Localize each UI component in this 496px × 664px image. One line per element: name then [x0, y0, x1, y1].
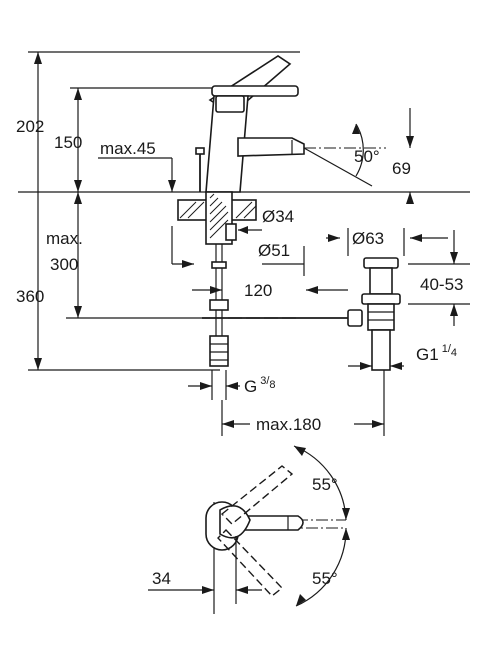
label-spray-angle: 50°	[354, 147, 380, 166]
label-total-height: 202	[16, 117, 44, 136]
waste-thread-base: G1	[416, 345, 439, 364]
label-waste-diameter: Ø63	[352, 229, 384, 248]
label-lever-travel: max.45	[100, 139, 156, 158]
label-hole-diameter: Ø34	[262, 207, 294, 226]
tap-top-view	[148, 445, 350, 614]
handle-lower-dashed	[217, 529, 284, 597]
waste-thread-slash: /	[448, 343, 452, 355]
deck-hatch	[179, 201, 257, 219]
hole-dims	[171, 226, 305, 276]
label-under-height: 360	[16, 287, 44, 306]
label-flange-diameter: Ø51	[258, 241, 290, 260]
waste-thread-den: 4	[451, 347, 457, 359]
pull-rod	[202, 309, 363, 327]
hose-thread-den: 8	[269, 379, 275, 391]
hose-thread-slash: /	[266, 375, 270, 387]
handle-upper-dashed	[220, 465, 294, 525]
label-max: max.	[46, 229, 83, 248]
tap-side-view	[177, 55, 305, 367]
reach-dim	[221, 370, 385, 436]
shank-hatch	[209, 193, 229, 239]
label-rod-length: 120	[244, 281, 272, 300]
left-dimension-lines	[18, 51, 470, 371]
label-spray-height: 69	[392, 159, 411, 178]
label-spout-height: 150	[54, 133, 82, 152]
label-handle-offset: 34	[152, 569, 171, 588]
rod-length-dim	[192, 286, 348, 294]
pop-up-waste	[326, 228, 470, 371]
hose-thread-num: 3	[260, 375, 266, 387]
spray-angle	[303, 108, 414, 204]
lever-travel-dim	[98, 157, 176, 192]
label-max-value: 300	[50, 255, 78, 274]
hose-thread-dim	[188, 370, 240, 400]
waste-thread-num: 1	[442, 343, 448, 355]
label-handle-angle-top: 55°	[312, 475, 338, 494]
hose-thread-base: G	[244, 377, 257, 396]
label-max-reach: max.180	[256, 415, 321, 434]
label-handle-angle-bottom: 55°	[312, 569, 338, 588]
label-waste-range: 40-53	[420, 275, 463, 294]
